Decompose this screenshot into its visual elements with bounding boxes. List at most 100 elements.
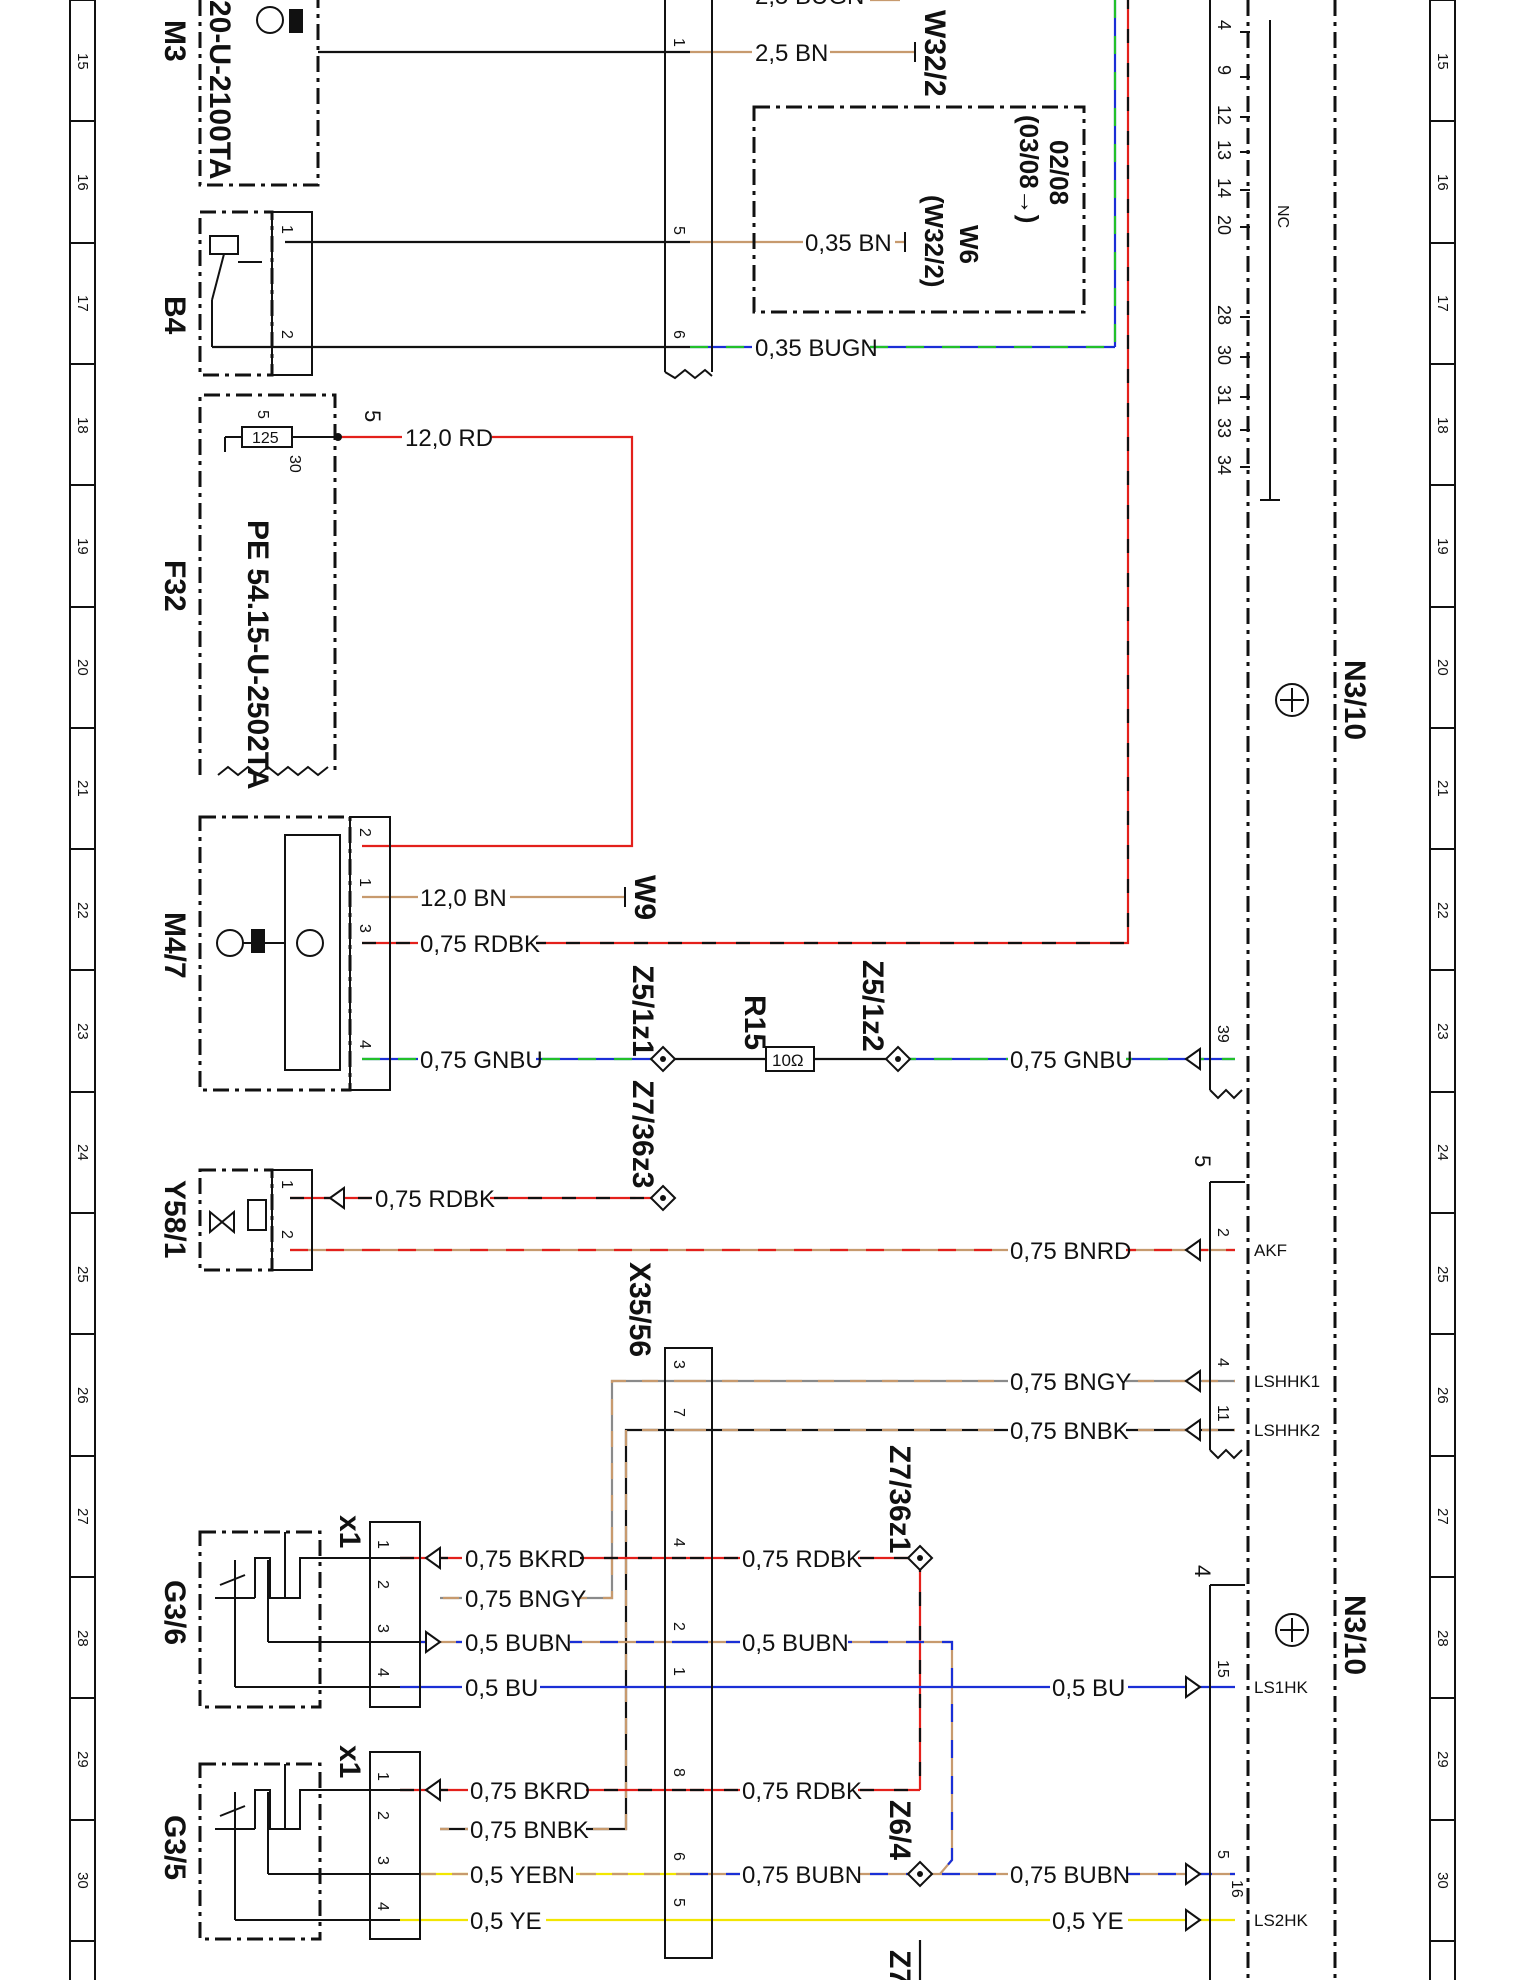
label-n3-10-b: N3/10 (1338, 1595, 1371, 1675)
wire-g35-bnbk: 0,75 BNBK (470, 1817, 589, 1844)
row-label: 20 (1434, 659, 1451, 676)
row-label: 19 (74, 538, 91, 555)
b4-sensor (209, 211, 313, 376)
wire-right-ye: 0,5 YE (1052, 1908, 1124, 1935)
row-label: 15 (1434, 53, 1451, 70)
wire-mid-bubn: 0,5 BUBN (742, 1630, 849, 1657)
m4-7-internals (216, 816, 391, 1091)
n3-top-pin: 28 (1214, 305, 1234, 325)
box-g3-5 (198, 1762, 322, 1941)
row-label: 16 (74, 174, 91, 191)
signal-ls1hk: LS1HK (1254, 1678, 1309, 1697)
y58-pin-1: 1 (278, 1180, 295, 1189)
label-w9: W9 (628, 875, 661, 920)
row-label: 26 (1434, 1387, 1451, 1404)
row-label: 30 (74, 1872, 91, 1889)
y58-1-valve (209, 1169, 313, 1271)
signal-lshhk1: LSHHK1 (1254, 1372, 1320, 1391)
n3-top-pin: 12 (1214, 105, 1234, 125)
g36-pin-4: 4 (374, 1668, 391, 1677)
signal-lshhk2: LSHHK2 (1254, 1421, 1320, 1440)
n3-pin-11: 11 (1214, 1405, 1231, 1422)
row-label: 15 (74, 53, 91, 70)
n3-10-symbols (1275, 683, 1309, 1647)
label-w32-2: W32/2 (918, 10, 951, 97)
row-label: 17 (1434, 295, 1451, 312)
n3-top-pin: 33 (1214, 418, 1234, 438)
ground-terminals (624, 42, 916, 907)
wire-labels: 2,5 BUGN 2,5 BN 0,35 BN 0,35 BUGN 12,0 R… (372, 0, 1133, 1935)
row-label: 27 (1434, 1508, 1451, 1525)
wire-mid-rdbk-2: 0,75 RDBK (742, 1778, 862, 1805)
resistor-r15 (765, 1046, 815, 1072)
label-r15: R15 (738, 995, 771, 1050)
row-label: 25 (74, 1266, 91, 1283)
row-rail-right (1429, 0, 1456, 1980)
row-label: 27 (74, 1508, 91, 1525)
row-label: 19 (1434, 538, 1451, 555)
g36-pin-3: 3 (374, 1624, 391, 1633)
wire-m3-1: 2,5 BN (755, 40, 828, 67)
n3-nc-bracket (1260, 20, 1280, 501)
row-label: 29 (1434, 1751, 1451, 1768)
f32-fuse-num: 5 (254, 410, 271, 419)
wire-m47-gnbu-left: 0,75 GNBU (420, 1047, 543, 1074)
n3-pin-39: 39 (1214, 1025, 1231, 1043)
g35-pin-3: 3 (374, 1856, 391, 1865)
signal-akf: AKF (1254, 1241, 1287, 1260)
label-y58-1: Y58/1 (158, 1180, 191, 1258)
n3-nc-label: NC (1274, 205, 1291, 228)
row-label: 29 (74, 1751, 91, 1768)
wire-g36-bu: 0,5 BU (465, 1675, 538, 1702)
box-m4-7 (198, 815, 352, 1092)
wire-top-cut: 2,5 BUGN (755, 0, 864, 10)
g36-pin-2: 2 (374, 1580, 391, 1589)
wire-g35-yebn: 0,5 YEBN (470, 1862, 575, 1889)
wire-g36-bkrd: 0,75 BKRD (465, 1546, 585, 1573)
label-m3-part: 20-U-2100TA (203, 0, 236, 180)
n3-top-pin: 31 (1214, 385, 1234, 405)
label-g3-6: G3/6 (158, 1580, 191, 1645)
w6-line3: W6 (954, 225, 984, 264)
label-g3-5: G3/5 (158, 1815, 191, 1880)
row-label: 25 (1434, 1266, 1451, 1283)
wire-g35-ye: 0,5 YE (470, 1908, 542, 1935)
box-w6 (752, 105, 1086, 314)
label-f32: F32 (158, 560, 191, 612)
n3-top-pin: 4 (1214, 20, 1234, 30)
row-label: 21 (74, 780, 91, 797)
label-g3-5-x1: x1 (333, 1745, 366, 1778)
wire-g36-bubn: 0,5 BUBN (465, 1630, 572, 1657)
g36-pin-1: 1 (374, 1540, 391, 1549)
n3-group-4: 4 (1190, 1565, 1215, 1577)
row-label: 21 (1434, 780, 1451, 797)
row-label: 23 (1434, 1023, 1451, 1040)
g3-5-sensor (215, 1751, 421, 1940)
box-m3 (198, 0, 320, 187)
wire-mid-bubn-2: 0,75 BUBN (742, 1862, 862, 1889)
n3-pin-4: 4 (1214, 1358, 1231, 1367)
label-z7-36z3: Z7/36z3 (626, 1080, 659, 1188)
cpin-5: 5 (670, 226, 687, 235)
cpin-8: 8 (670, 1768, 687, 1777)
wire-mid-rdbk-1: 0,75 RDBK (742, 1546, 862, 1573)
cpin-6b: 6 (670, 1852, 687, 1861)
f32-fuse-texts: 125 30 5 5 (252, 410, 385, 473)
label-z6-4: Z6/4 (883, 1800, 916, 1860)
n3-pin-15: 15 (1214, 1660, 1231, 1678)
label-x35-56: X35/56 (623, 1262, 656, 1357)
wire-m47-gnbu-right: 0,75 GNBU (1010, 1047, 1133, 1074)
m47-pin-4: 4 (356, 1040, 373, 1049)
label-b4: B4 (158, 296, 191, 335)
row-label: 24 (74, 1144, 91, 1161)
wire-y58-rdbk: 0,75 RDBK (375, 1186, 495, 1213)
row-label: 23 (74, 1023, 91, 1040)
wire-b4-5: 0,35 BN (805, 230, 892, 257)
signal-ls2hk: LS2HK (1254, 1911, 1309, 1930)
wire-right-bu: 0,5 BU (1052, 1675, 1125, 1702)
label-m3: M3 (158, 20, 191, 62)
f32-fuse (224, 426, 342, 452)
g3-6-sensor (215, 1521, 421, 1708)
